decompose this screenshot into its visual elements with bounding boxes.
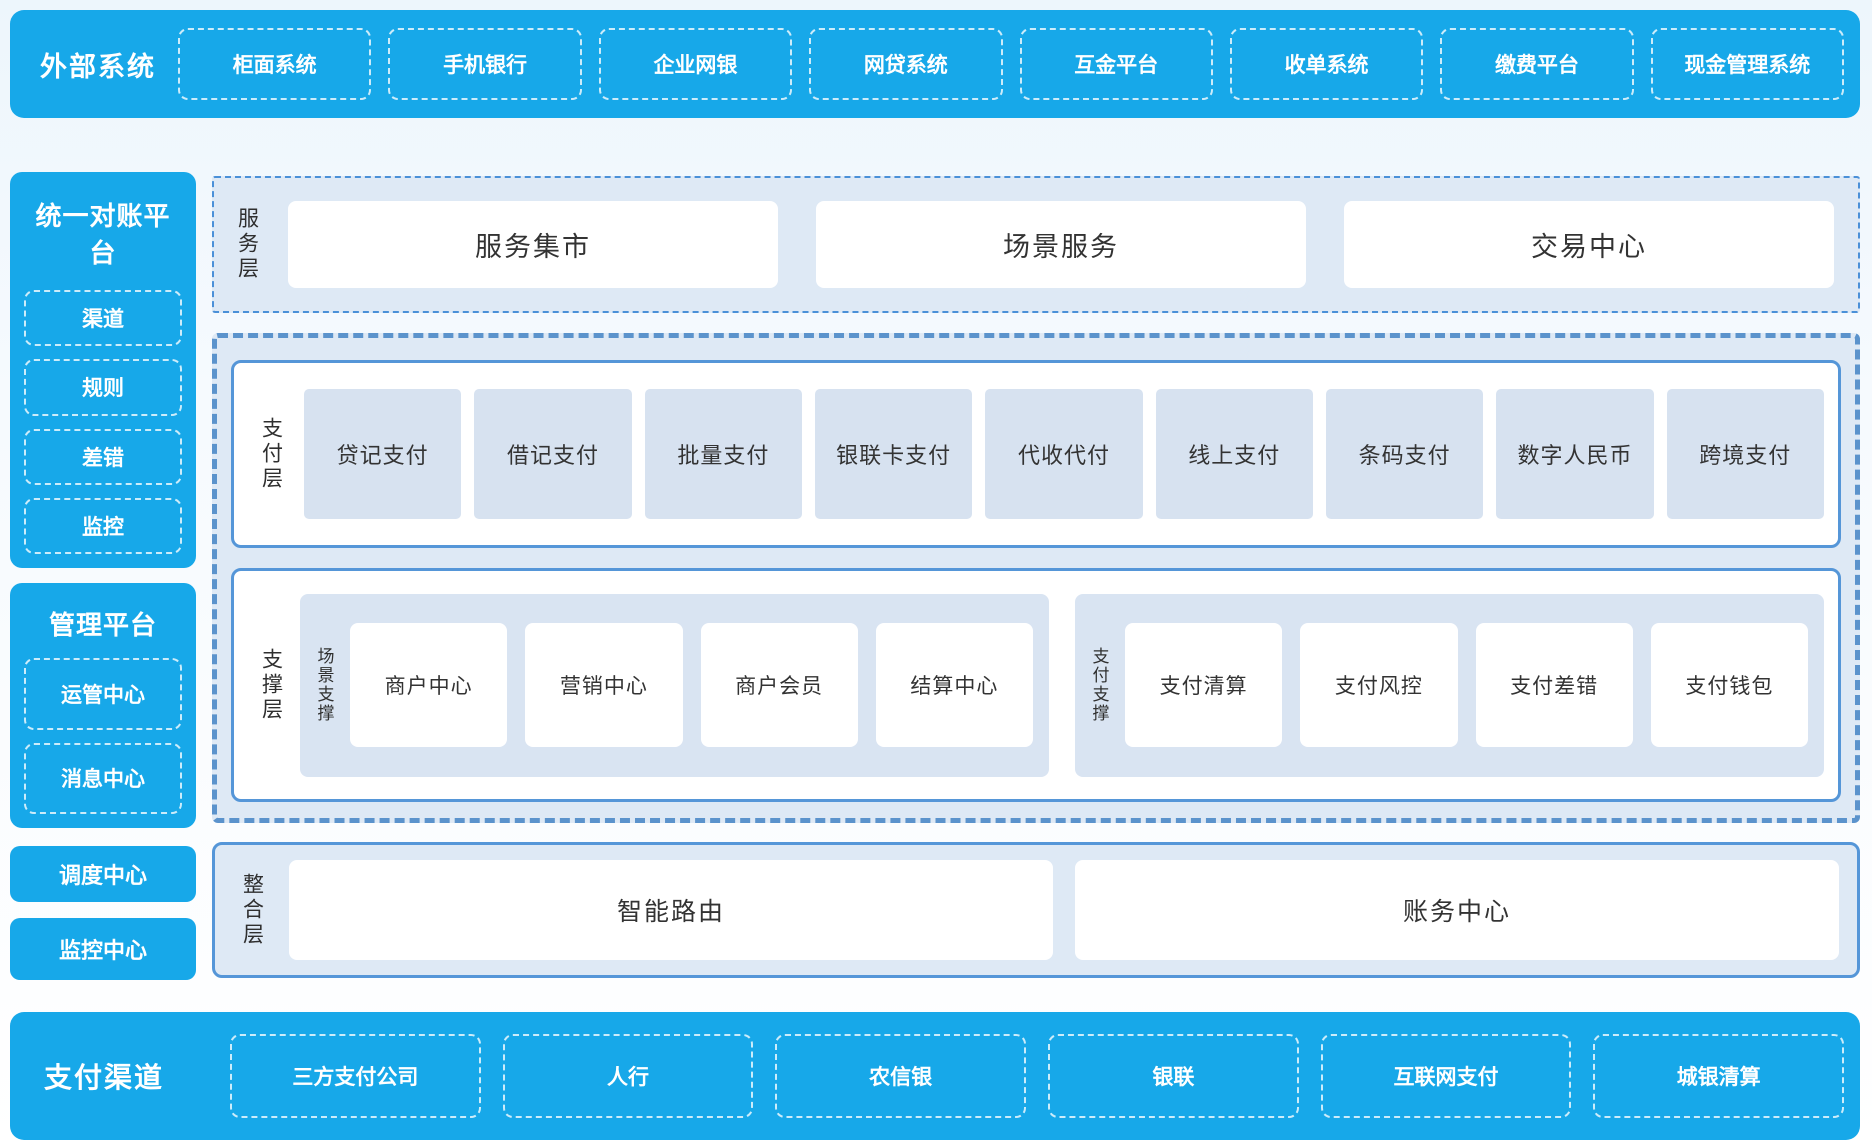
recon-platform-title: 统一对账平台 <box>24 196 182 270</box>
payment-channel-item: 人行 <box>503 1034 754 1118</box>
recon-item: 差错 <box>24 429 182 485</box>
payment-item: 条码支付 <box>1326 389 1483 519</box>
recon-platform-items: 渠道 规则 差错 监控 <box>24 290 182 554</box>
dispatch-center-box: 调度中心 <box>10 846 196 902</box>
scene-support-label: 场景支撑 <box>310 647 338 723</box>
payment-item: 数字人民币 <box>1496 389 1653 519</box>
payment-item: 代收代付 <box>985 389 1142 519</box>
support-layer-label: 支撑层 <box>254 648 288 723</box>
payment-item: 贷记支付 <box>304 389 461 519</box>
payment-layer-panel: 支付层 贷记支付 借记支付 批量支付 银联卡支付 代收代付 线上支付 条码支付 … <box>231 360 1841 548</box>
support-layer-groups: 场景支撑 商户中心 营销中心 商户会员 结算中心 支付支撑 支付清算 支付风控 … <box>300 594 1824 777</box>
support-item: 支付风控 <box>1300 623 1457 747</box>
external-system-item: 收单系统 <box>1230 28 1423 100</box>
integration-layer-label: 整合层 <box>235 873 269 948</box>
scene-support-panel: 场景支撑 商户中心 营销中心 商户会员 结算中心 <box>300 594 1049 777</box>
payment-support-label: 支付支撑 <box>1085 647 1113 723</box>
payment-item: 跨境支付 <box>1667 389 1824 519</box>
external-system-item: 柜面系统 <box>178 28 371 100</box>
service-layer-label: 服务层 <box>230 207 264 282</box>
mgmt-item: 运管中心 <box>24 658 182 730</box>
integration-layer-items: 智能路由 账务中心 <box>289 860 1839 960</box>
payment-layer-items: 贷记支付 借记支付 批量支付 银联卡支付 代收代付 线上支付 条码支付 数字人民… <box>304 389 1824 519</box>
external-system-item: 现金管理系统 <box>1651 28 1844 100</box>
payment-layer-label: 支付层 <box>254 417 288 492</box>
payment-support-panel: 支付支撑 支付清算 支付风控 支付差错 支付钱包 <box>1075 594 1824 777</box>
mgmt-item: 消息中心 <box>24 743 182 815</box>
service-layer-panel: 服务层 服务集市 场景服务 交易中心 <box>212 176 1860 313</box>
service-item: 场景服务 <box>816 201 1306 288</box>
payment-channel-item: 互联网支付 <box>1321 1034 1572 1118</box>
monitor-center-box: 监控中心 <box>10 918 196 980</box>
support-item: 结算中心 <box>876 623 1033 747</box>
recon-item: 渠道 <box>24 290 182 346</box>
external-system-item: 缴费平台 <box>1440 28 1633 100</box>
mgmt-platform-title: 管理平台 <box>24 605 182 642</box>
external-system-item: 互金平台 <box>1020 28 1213 100</box>
support-item: 商户会员 <box>701 623 858 747</box>
recon-platform-panel: 统一对账平台 渠道 规则 差错 监控 <box>10 172 196 568</box>
service-item: 服务集市 <box>288 201 778 288</box>
recon-item: 规则 <box>24 359 182 415</box>
support-item: 商户中心 <box>350 623 507 747</box>
service-layer-items: 服务集市 场景服务 交易中心 <box>288 201 1834 288</box>
support-item: 营销中心 <box>525 623 682 747</box>
support-item: 支付钱包 <box>1651 623 1808 747</box>
payment-channels-title: 支付渠道 <box>44 1056 220 1096</box>
recon-item: 监控 <box>24 498 182 554</box>
payment-channels-bar: 支付渠道 三方支付公司 人行 农信银 银联 互联网支付 城银清算 <box>10 1012 1860 1140</box>
payment-support-items: 支付清算 支付风控 支付差错 支付钱包 <box>1125 623 1808 747</box>
payment-item: 借记支付 <box>474 389 631 519</box>
external-systems-items: 柜面系统 手机银行 企业网银 网贷系统 互金平台 收单系统 缴费平台 现金管理系… <box>178 28 1844 100</box>
external-system-item: 手机银行 <box>388 28 581 100</box>
payment-channel-item: 银联 <box>1048 1034 1299 1118</box>
payment-channel-item: 城银清算 <box>1593 1034 1844 1118</box>
core-dashed-panel: 支付层 贷记支付 借记支付 批量支付 银联卡支付 代收代付 线上支付 条码支付 … <box>212 333 1860 823</box>
integration-item: 智能路由 <box>289 860 1053 960</box>
external-system-item: 企业网银 <box>599 28 792 100</box>
external-systems-bar: 外部系统 柜面系统 手机银行 企业网银 网贷系统 互金平台 收单系统 缴费平台 … <box>10 10 1860 118</box>
payment-channel-item: 三方支付公司 <box>230 1034 481 1118</box>
support-item: 支付差错 <box>1476 623 1633 747</box>
scene-support-items: 商户中心 营销中心 商户会员 结算中心 <box>350 623 1033 747</box>
external-system-item: 网贷系统 <box>809 28 1002 100</box>
external-systems-title: 外部系统 <box>40 45 168 84</box>
payment-item: 线上支付 <box>1156 389 1313 519</box>
integration-item: 账务中心 <box>1075 860 1839 960</box>
mgmt-platform-items: 运管中心 消息中心 <box>24 658 182 814</box>
payment-item: 批量支付 <box>645 389 802 519</box>
support-layer-panel: 支撑层 场景支撑 商户中心 营销中心 商户会员 结算中心 支付支撑 支付清算 支… <box>231 568 1841 802</box>
support-item: 支付清算 <box>1125 623 1282 747</box>
payment-channel-item: 农信银 <box>775 1034 1026 1118</box>
payment-item: 银联卡支付 <box>815 389 972 519</box>
mgmt-platform-panel: 管理平台 运管中心 消息中心 <box>10 583 196 828</box>
integration-layer-panel: 整合层 智能路由 账务中心 <box>212 842 1860 978</box>
service-item: 交易中心 <box>1344 201 1834 288</box>
payment-channels-items: 三方支付公司 人行 农信银 银联 互联网支付 城银清算 <box>230 1034 1844 1118</box>
